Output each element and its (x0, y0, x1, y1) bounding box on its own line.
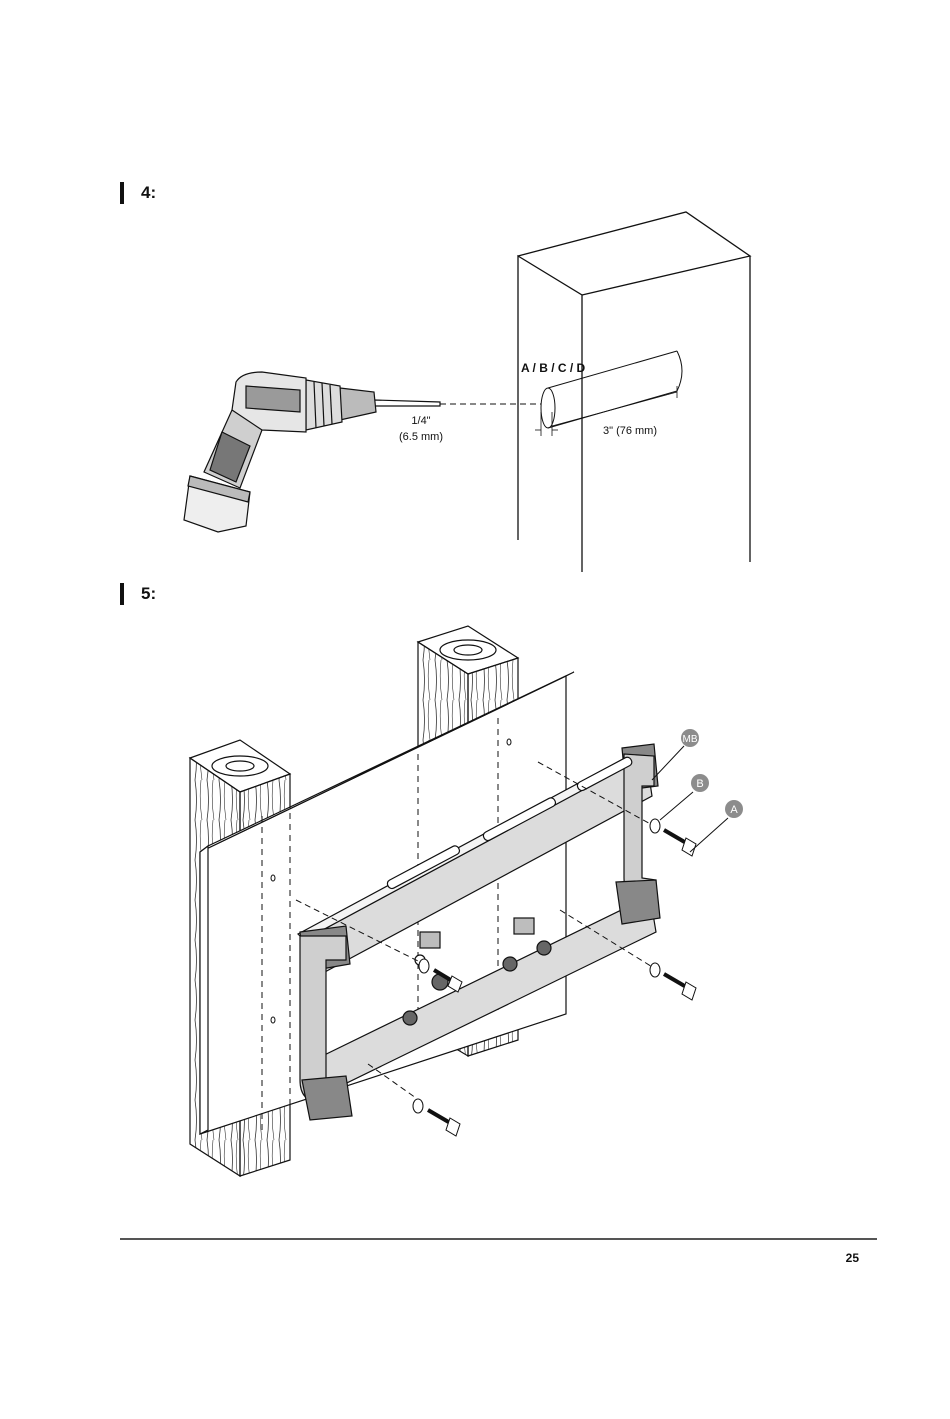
callout-mb: MB (681, 729, 699, 747)
callout-a-label: A (730, 804, 738, 816)
callout-mb-label: MB (683, 734, 698, 745)
wall-stud-block (518, 212, 750, 572)
step-4-drill-illustration: A / B / C / D 1/4" (6.5 mm) 3" (76 mm) (0, 200, 950, 580)
step-5-mount-illustration: MB B A (0, 620, 950, 1200)
step-5-label: 5: (141, 584, 156, 604)
callout-leaders (652, 746, 728, 852)
callout-b: B (691, 774, 709, 792)
callout-a: A (725, 800, 743, 818)
depth-label: 3" (76 mm) (603, 425, 657, 437)
bit-size-label: 1/4" (411, 415, 430, 427)
drill-icon (184, 372, 440, 532)
footer-rule (120, 1238, 877, 1240)
step-5-marker (120, 583, 124, 605)
page-number: 25 (846, 1251, 859, 1265)
callout-b-label: B (696, 778, 703, 790)
screw-code-label: A / B / C / D (521, 361, 586, 375)
bit-size-metric-label: (6.5 mm) (399, 431, 443, 443)
